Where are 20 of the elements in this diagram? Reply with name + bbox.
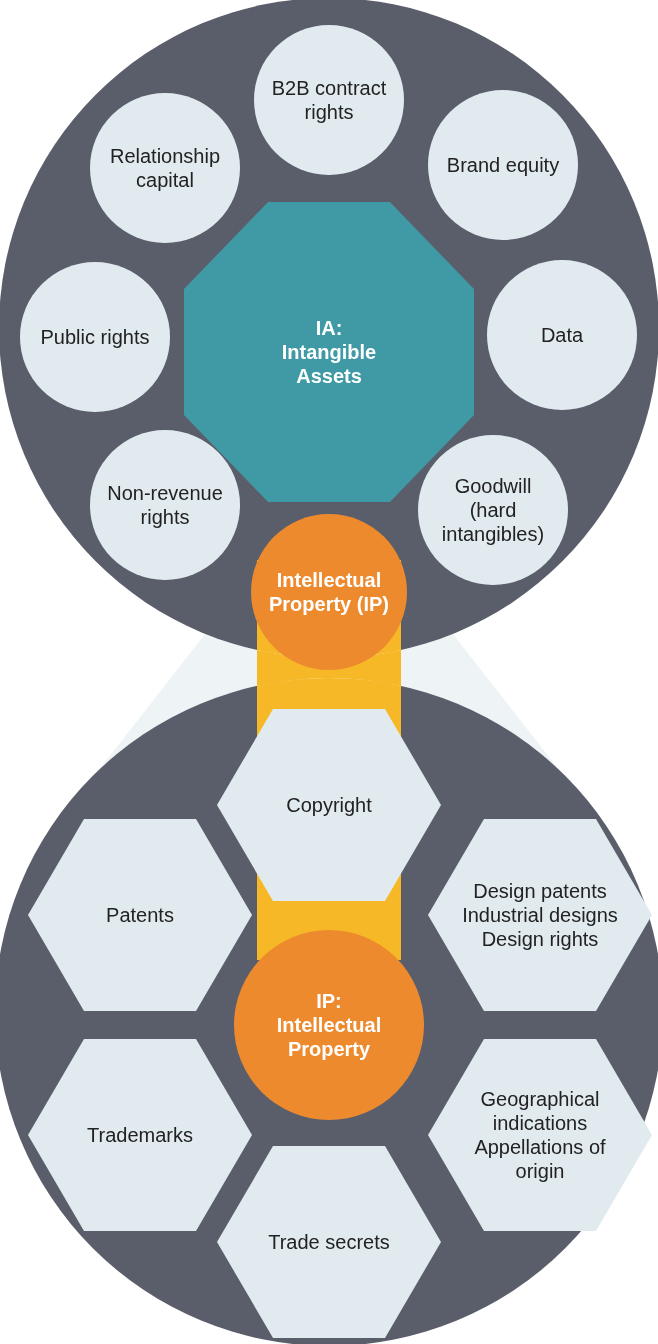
node-label: Copyright: [286, 793, 372, 817]
node-label: Intellectual Property (IP): [268, 568, 390, 616]
node-label: Data: [540, 323, 584, 347]
node-label: Patents: [106, 903, 174, 927]
circle-panel: [0, 678, 658, 1344]
node-label: Design rights: [481, 927, 599, 951]
node-label: Relationship capital: [108, 144, 222, 192]
node-label: Trademarks: [87, 1123, 193, 1147]
node-label: IA: Intangible Assets: [280, 316, 378, 388]
node-label: Trade secrets: [268, 1230, 390, 1254]
node-label: Brand equity: [446, 153, 560, 177]
node-label: B2B contract rights: [270, 76, 388, 124]
node-label: Non-revenue rights: [106, 481, 224, 529]
node-label: Geographical indications: [479, 1087, 601, 1135]
node-label: Public rights: [40, 325, 150, 349]
node-label: Goodwill (hard intangibles): [440, 474, 546, 546]
node-label: Industrial designs: [462, 903, 618, 927]
node-label: Appellations of origin: [473, 1135, 607, 1183]
node-label: Design patents: [473, 879, 607, 903]
node-label: IP: Intellectual Property: [275, 989, 383, 1061]
